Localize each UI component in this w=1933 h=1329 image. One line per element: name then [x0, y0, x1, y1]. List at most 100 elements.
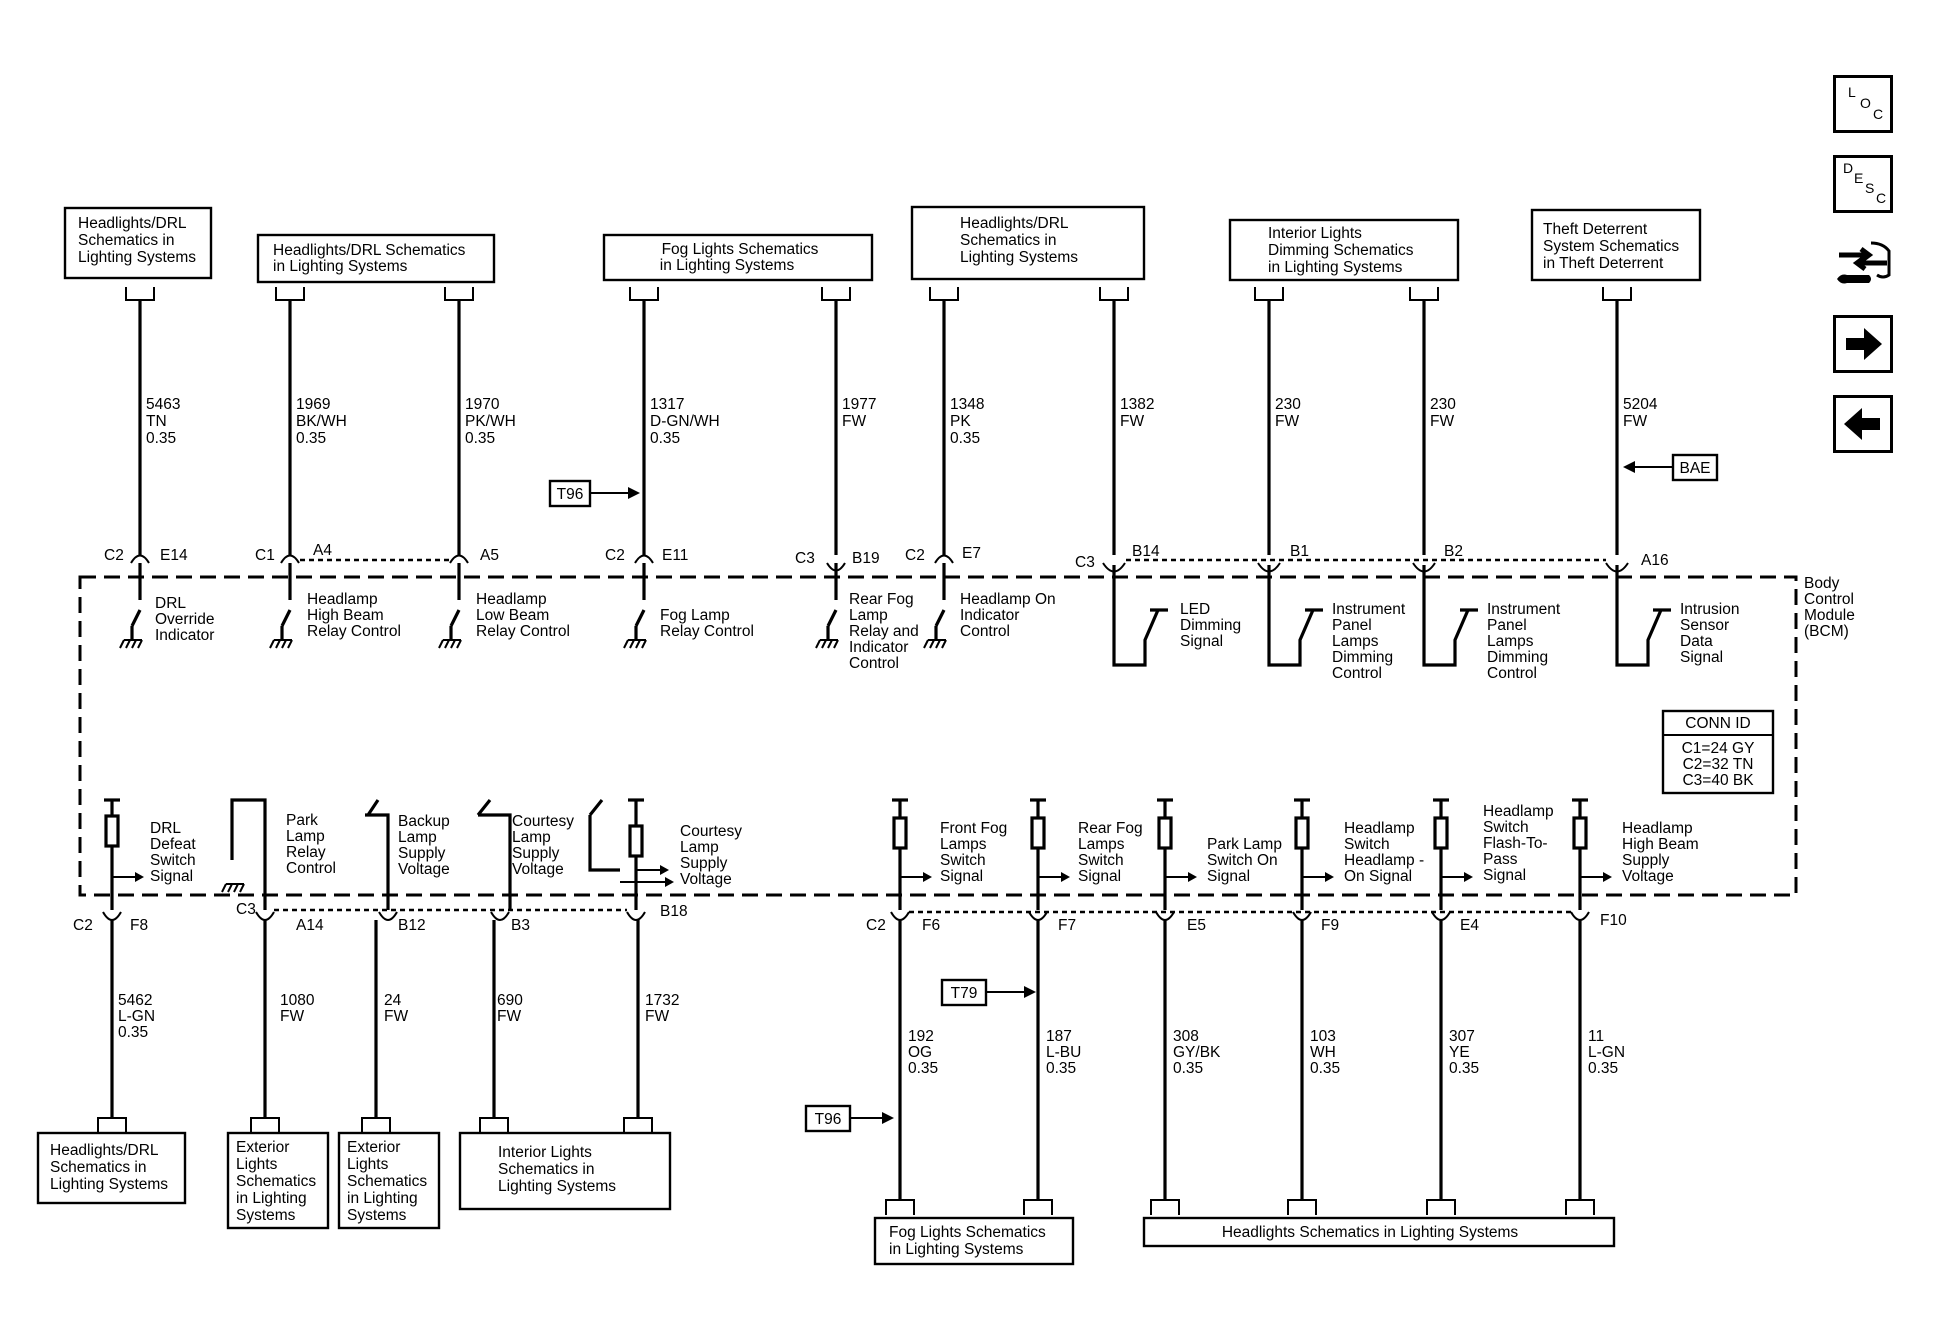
svg-text:0.35: 0.35 — [1588, 1060, 1618, 1077]
svg-text:FW: FW — [1623, 413, 1647, 430]
top-function-label-10: Intrusion Sensor Data Signal — [1680, 601, 1739, 666]
svg-text:Panel: Panel — [1332, 617, 1372, 634]
desc-button[interactable]: D E S C — [1833, 155, 1893, 213]
svg-text:On Signal: On Signal — [1344, 868, 1412, 885]
svg-text:C1: C1 — [255, 547, 275, 564]
svg-text:Control: Control — [849, 655, 899, 672]
bottom-function-label-8: Park Lamp Switch On Signal — [1207, 836, 1282, 885]
bottom-box-headlights: Headlights Schematics in Lighting System… — [1142, 1216, 1616, 1248]
svg-text:in Lighting Systems: in Lighting Systems — [660, 257, 795, 274]
next-page-button[interactable] — [1833, 315, 1893, 373]
svg-text:Park: Park — [286, 812, 318, 829]
svg-text:Flash-To-: Flash-To- — [1483, 835, 1548, 852]
svg-text:B3: B3 — [511, 917, 530, 934]
svg-text:Data: Data — [1680, 633, 1713, 650]
svg-text:0.35: 0.35 — [908, 1060, 938, 1077]
svg-text:Supply: Supply — [1622, 852, 1670, 869]
svg-text:Switch: Switch — [1344, 836, 1390, 853]
top-box-headlights-drl-1: Headlights/DRL Schematics in Lighting Sy… — [63, 206, 213, 280]
svg-text:E14: E14 — [160, 547, 188, 564]
svg-text:Backup: Backup — [398, 813, 450, 830]
svg-text:F10: F10 — [1600, 912, 1627, 929]
top-function-label-7: LED Dimming Signal — [1180, 601, 1241, 650]
svg-text:C2: C2 — [866, 917, 886, 934]
svg-text:Instrument: Instrument — [1487, 601, 1561, 618]
svg-text:0.35: 0.35 — [1449, 1060, 1479, 1077]
svg-text:Headlights/DRL: Headlights/DRL — [78, 215, 187, 232]
svg-text:Signal: Signal — [1207, 868, 1250, 885]
svg-text:A4: A4 — [313, 542, 332, 559]
svg-text:0.35: 0.35 — [296, 430, 326, 447]
top-wire-label-7: 1382 FW — [1120, 396, 1154, 430]
svg-text:Fog Lamp: Fog Lamp — [660, 607, 730, 624]
top-inner-circuits — [130, 563, 946, 640]
svg-text:Lighting Systems: Lighting Systems — [960, 249, 1078, 266]
top-function-label-6: Headlamp On Indicator Control — [960, 591, 1056, 640]
svg-text:Exterior: Exterior — [236, 1139, 289, 1156]
previous-page-button[interactable] — [1833, 395, 1893, 453]
svg-text:1969: 1969 — [296, 396, 330, 413]
svg-text:5463: 5463 — [146, 396, 180, 413]
loc-button[interactable]: L O C — [1833, 75, 1893, 133]
loc-letter-o: O — [1860, 95, 1871, 111]
svg-text:11: 11 — [1588, 1028, 1604, 1045]
bottom-connector-dotted-links — [274, 908, 1571, 914]
top-pin-labels: C2 E14 C1 A4 A5 C2 E11 C3 B19 C2 E7 C3 B… — [104, 542, 1669, 571]
svg-text:Switch: Switch — [1483, 819, 1529, 836]
svg-text:Schematics in: Schematics in — [960, 232, 1056, 249]
svg-text:FW: FW — [280, 1008, 304, 1025]
svg-text:Low Beam: Low Beam — [476, 607, 549, 624]
svg-text:GY/BK: GY/BK — [1173, 1044, 1221, 1061]
svg-text:Dimming: Dimming — [1332, 649, 1393, 666]
svg-text:C2=32 TN: C2=32 TN — [1683, 756, 1754, 773]
svg-text:Control: Control — [286, 860, 336, 877]
svg-text:307: 307 — [1449, 1028, 1475, 1045]
svg-text:A5: A5 — [480, 547, 499, 564]
svg-text:Control: Control — [960, 623, 1010, 640]
svg-text:E7: E7 — [962, 545, 981, 562]
svg-text:in Lighting: in Lighting — [236, 1190, 307, 1207]
svg-text:Headlights/DRL: Headlights/DRL — [960, 215, 1069, 232]
bottom-box-headlights-drl: Headlights/DRL Schematics in Lighting Sy… — [36, 1131, 187, 1205]
top-wire-label-8: 230 FW — [1275, 396, 1301, 430]
top-ground-symbols — [119, 639, 947, 649]
svg-text:Lamp: Lamp — [286, 828, 325, 845]
svg-text:(BCM): (BCM) — [1804, 623, 1849, 640]
svg-text:Lamp: Lamp — [512, 829, 551, 846]
svg-text:Interior Lights: Interior Lights — [1268, 225, 1362, 242]
svg-text:24: 24 — [384, 992, 402, 1009]
svg-text:Supply: Supply — [512, 845, 560, 862]
svg-text:High Beam: High Beam — [1622, 836, 1699, 853]
svg-text:Signal: Signal — [940, 868, 983, 885]
connector-tool-icon[interactable] — [1833, 235, 1893, 293]
svg-text:Lamp: Lamp — [849, 607, 888, 624]
svg-text:0.35: 0.35 — [118, 1024, 148, 1041]
svg-text:Headlamp: Headlamp — [476, 591, 547, 608]
svg-text:Schematics in: Schematics in — [50, 1159, 146, 1176]
reference-t96-top: T96 — [548, 479, 640, 508]
svg-text:in Theft Deterrent: in Theft Deterrent — [1543, 255, 1664, 272]
svg-text:Schematics in: Schematics in — [78, 232, 174, 249]
svg-text:Exterior: Exterior — [347, 1139, 400, 1156]
svg-text:0.35: 0.35 — [1046, 1060, 1076, 1077]
svg-text:690: 690 — [497, 992, 523, 1009]
bottom-wire-label-7: 187 L-BU 0.35 — [1046, 1028, 1081, 1077]
top-function-label-8: Instrument Panel Lamps Dimming Control — [1332, 601, 1406, 682]
svg-text:Headlights/DRL Schematics: Headlights/DRL Schematics — [273, 242, 466, 259]
svg-text:Dimming Schematics: Dimming Schematics — [1268, 242, 1414, 259]
svg-text:Voltage: Voltage — [398, 861, 450, 878]
bottom-ground-symbol — [221, 883, 245, 893]
svg-text:Relay Control: Relay Control — [307, 623, 401, 640]
loc-letter-c: C — [1873, 106, 1884, 122]
svg-text:CONN ID: CONN ID — [1685, 715, 1750, 732]
svg-text:5462: 5462 — [118, 992, 152, 1009]
svg-text:Lamp: Lamp — [398, 829, 437, 846]
svg-text:Headlights/DRL: Headlights/DRL — [50, 1142, 159, 1159]
bottom-wire-label-5: 1732 FW — [645, 992, 679, 1025]
svg-text:B14: B14 — [1132, 543, 1160, 560]
top-box-fog-lights: Fog Lights Schematics in Lighting System… — [602, 233, 874, 282]
svg-text:C2: C2 — [905, 547, 925, 564]
svg-text:Override: Override — [155, 611, 214, 628]
svg-text:Module: Module — [1804, 607, 1855, 624]
